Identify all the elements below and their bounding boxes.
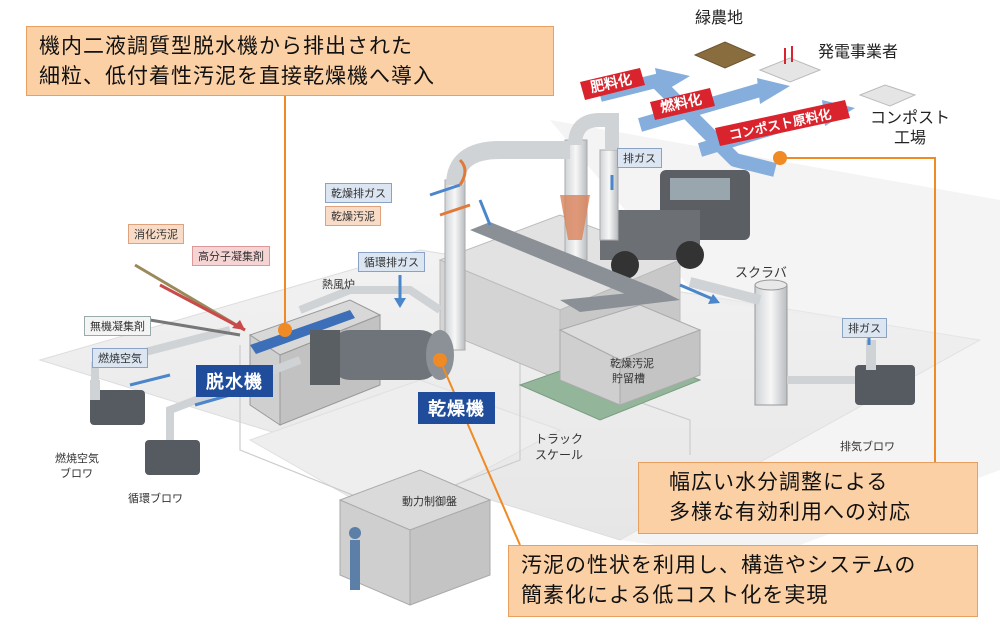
destination-compost: コンポスト 工場: [870, 108, 950, 148]
circulation-return-pipe: [298, 286, 443, 314]
operator-head: [349, 527, 361, 539]
tag-combustion-air: 燃焼空気: [92, 348, 148, 368]
combustion-air-flow-arrow: [129, 373, 171, 387]
dewatering-machine-label: 脱水機: [196, 365, 273, 397]
label-dried-sludge-hopper-2: 貯留槽: [612, 372, 645, 385]
destination-farm: 緑農地: [695, 8, 744, 27]
destination-compost-line2: 工場: [894, 128, 927, 147]
dried-sludge-arrow: [439, 203, 471, 217]
conveyor-belt-1: [470, 222, 660, 300]
circulation-blower-body: [145, 440, 200, 475]
label-hot-air-furnace: 熱風炉: [322, 278, 355, 291]
scrubber-flow-arrow: [679, 283, 716, 302]
scrubber-flow-arrowhead: [708, 294, 720, 304]
callout-moisture-adjustment: 幅広い水分調整による 多様な有効利用への対応: [638, 462, 978, 534]
truck-wheel-front: [676, 241, 704, 269]
leader-dot-bottom: [433, 353, 447, 367]
dewatering-stripe: [250, 310, 355, 354]
callout-line: 簡素化による低コスト化を実現: [521, 583, 829, 607]
flow-arrowhead-fertilizer: [655, 68, 690, 94]
leader-line-right: [780, 157, 936, 462]
scrubber-column: [754, 284, 788, 406]
leader-dot-top-left: [278, 323, 292, 337]
circ-exhaust-arrowhead: [394, 298, 406, 308]
label-circulation-blower: 循環ブロワ: [128, 492, 183, 505]
tag-exhaust-gas-right: 排ガス: [842, 318, 887, 338]
top-duct: [446, 141, 570, 186]
tag-dry-exhaust: 乾燥排ガス: [325, 183, 392, 203]
fertilizer-label-bg: [580, 68, 645, 100]
callout-line: 多様な有効利用への対応: [669, 500, 911, 524]
callout-line: 機内二液調質型脱水機から排出された: [39, 34, 413, 58]
callout-line: 幅広い水分調整による: [669, 470, 889, 494]
feed-arrowhead: [232, 320, 245, 330]
label-scrubber: スクラバ: [735, 266, 787, 281]
label-dried-sludge-hopper-1: 乾燥汚泥: [610, 357, 654, 370]
compost-label-bg: [715, 100, 850, 146]
combustion-blower-body: [90, 390, 145, 425]
dryer-down-arrow: [478, 199, 492, 226]
tag-polymer-flocculant: 高分子凝集剤: [192, 246, 270, 266]
fuel-label-bg: [650, 88, 715, 120]
truck-window: [670, 178, 730, 200]
dryer-drum: [330, 330, 440, 380]
leader-line-bottom: [439, 359, 521, 546]
dry-exhaust-arrow: [429, 183, 461, 197]
tag-circulating-exhaust: 循環排ガス: [358, 252, 425, 272]
callout-line: 汚泥の性状を利用し、構造やシステムの: [521, 553, 917, 577]
label-truck-scale-1: トラック: [535, 432, 584, 446]
truck-wheel-rear: [611, 251, 639, 279]
dryer-outlet-arrow: [458, 158, 467, 186]
power-plant-icon: [758, 57, 822, 83]
inorganic-arrow: [149, 318, 241, 337]
tag-inorganic-flocculant: 無機凝集剤: [84, 316, 151, 336]
label-power-panel: 動力制御盤: [402, 495, 457, 508]
tag-exhaust-gas-top: 排ガス: [617, 148, 662, 168]
callout-line: 細粒、低付着性汚泥を直接乾燥機へ導入: [39, 64, 435, 88]
destination-compost-line1: コンポスト: [870, 108, 951, 127]
scrubber-top: [754, 279, 788, 291]
operator-figure: [350, 540, 360, 590]
exhaust-pipe: [599, 149, 619, 241]
compost-factory-icon: [858, 84, 917, 107]
control-panel-front: [409, 499, 491, 606]
label-truck-scale-2: スケール: [535, 448, 584, 462]
leader-dot-right: [773, 151, 787, 165]
farm-icon: [693, 41, 757, 69]
tag-dried-sludge: 乾燥汚泥: [325, 206, 381, 226]
dryer-riser-pipe: [444, 179, 466, 351]
cyclone-cone: [560, 195, 590, 240]
tag-digested-sludge: 消化汚泥: [128, 224, 184, 244]
flow-arrowhead-fuel: [757, 78, 790, 104]
scrubber-inlet-duct: [688, 277, 762, 305]
callout-dewatering-dryer: 機内二液調質型脱水機から排出された 細粒、低付着性汚泥を直接乾燥機へ導入: [26, 26, 554, 96]
combustion-blower-duct: [90, 380, 100, 400]
label-combustion-blower-1: 燃焼空気: [55, 452, 99, 465]
label-combustion-blower-2: ブロワ: [60, 467, 93, 480]
exhaust-bend: [568, 113, 619, 150]
hot-air-furnace-body: [310, 330, 340, 385]
label-exhaust-blower: 排気ブロワ: [840, 440, 895, 453]
conveyor-belt-2: [560, 290, 680, 312]
destination-power: 発電事業者: [818, 42, 899, 61]
dryer-label: 乾燥機: [418, 392, 495, 424]
polymer-arrow: [159, 283, 246, 332]
exhaust-blower-stack: [866, 340, 876, 370]
exhaust-blower-body: [855, 365, 915, 405]
callout-low-cost: 汚泥の性状を利用し、構造やシステムの 簡素化による低コスト化を実現: [508, 545, 978, 617]
hopper-right: [619, 329, 701, 406]
